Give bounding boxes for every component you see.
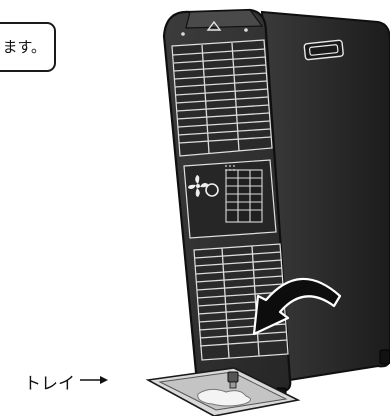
callout-text: ます。 (2, 38, 46, 56)
drain-tray (145, 367, 301, 416)
top-notch-icon (206, 20, 222, 31)
upper-grille (171, 39, 273, 157)
fan-icon (188, 175, 208, 197)
side-handle (303, 39, 344, 61)
small-vent (225, 169, 263, 223)
dot-pattern (225, 165, 235, 171)
screw-icon (244, 28, 248, 32)
water-icon (197, 388, 251, 407)
tray-pointer-arrow (80, 376, 108, 384)
instruction-callout: ます。 (0, 22, 56, 72)
rotation-arrow-icon (252, 277, 342, 336)
connection-panel (183, 159, 277, 239)
tray-label: トレイ (24, 374, 75, 394)
lower-grille (193, 243, 289, 361)
drain-plug-icon (227, 371, 239, 389)
top-lip (185, 9, 264, 29)
screw-icon (181, 32, 185, 36)
drain-port-icon (205, 183, 219, 197)
